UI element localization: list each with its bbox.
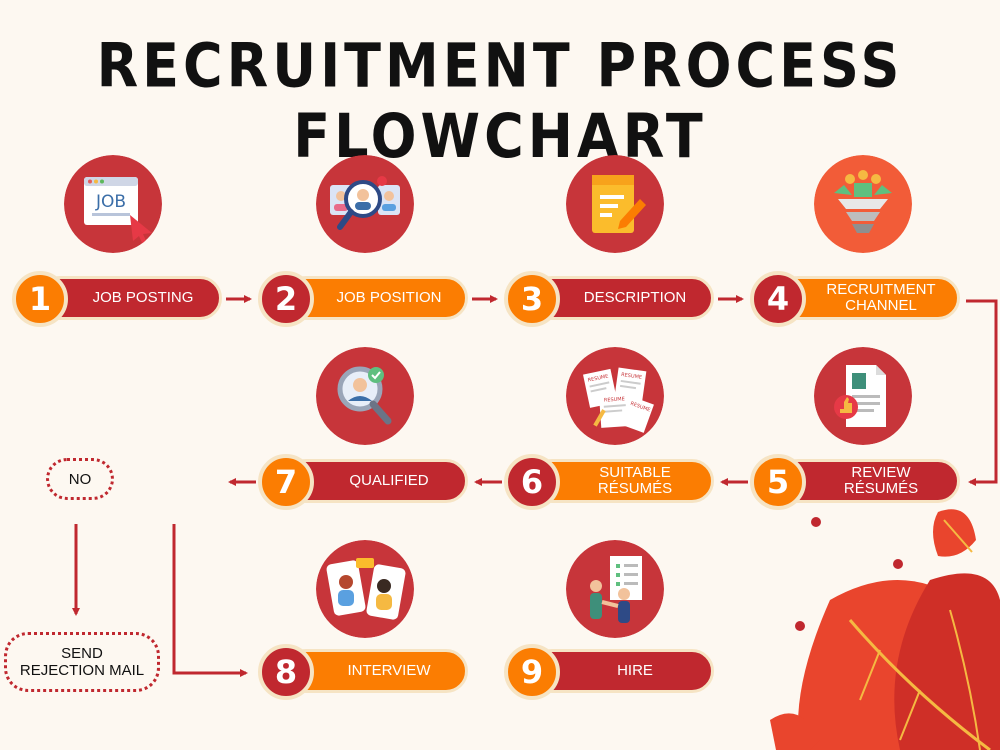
resume-stack-icon: RESUME RESUME RESUME RESUME [566,347,664,445]
step-label-line1: REVIEW [851,464,911,481]
step-number: 2 [258,271,314,327]
step-number: 1 [12,271,68,327]
step-1-job-posting: JOB POSTING 1 [12,271,224,327]
magnifier-check-icon [316,347,414,445]
rejection-line1: SEND [61,645,103,662]
document-pencil-icon [566,155,664,253]
step-number: 8 [258,644,314,700]
step-label-line1: RECRUITMENT [826,281,936,298]
step-label: JOB POSITION [336,289,442,306]
step-2-job-position: JOB POSITION 2 [258,271,470,327]
step-number: 6 [504,454,560,510]
step-label-line2: RÉSUMÉS [843,480,919,497]
step-3-description: DESCRIPTION 3 [504,271,716,327]
step-label: DESCRIPTION [583,289,687,306]
step-8-interview: INTERVIEW 8 [258,644,470,700]
step-number: 5 [750,454,806,510]
step-number: 4 [750,271,806,327]
rejection-line2: REJECTION MAIL [19,662,145,679]
step-7-qualified: QUALIFIED 7 [258,454,470,510]
step-9-hire: HIRE 9 [504,644,716,700]
leaf-decoration [770,509,1000,750]
step-label: INTERVIEW [347,662,431,679]
resume-review-icon [814,347,912,445]
svg-text:RESUME: RESUME [621,372,643,381]
page-title: RECRUITMENT PROCESS FLOWCHART [96,30,904,172]
video-interview-icon [316,540,414,638]
decision-no: NO [46,458,114,500]
handshake-hire-icon [566,540,664,638]
step-label-line2: RÉSUMÉS [597,480,673,497]
recruitment-funnel-icon [814,155,912,253]
job-posting-icon: JOB [64,155,162,253]
candidate-search-icon [316,155,414,253]
svg-text:RESUME: RESUME [587,373,609,383]
svg-text:RESUME: RESUME [604,396,625,403]
svg-text:JOB: JOB [95,192,126,212]
step-label-line1: SUITABLE [599,464,671,481]
step-label-line2: CHANNEL [845,297,917,314]
step-label: HIRE [617,662,653,679]
step-number: 3 [504,271,560,327]
step-number: 7 [258,454,314,510]
step-label: QUALIFIED [349,472,429,489]
step-label: JOB POSTING [92,289,194,306]
step-number: 9 [504,644,560,700]
